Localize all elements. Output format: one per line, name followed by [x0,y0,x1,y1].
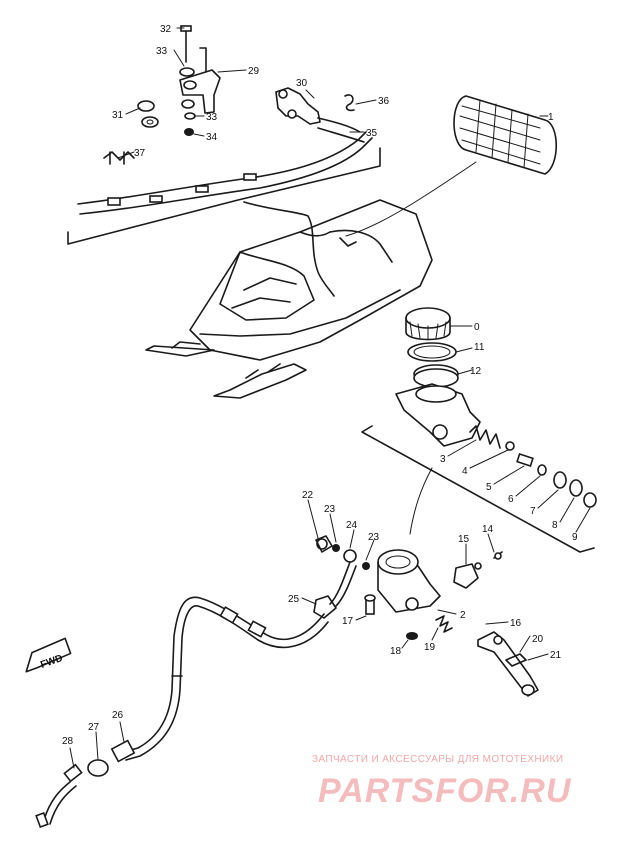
callout-27: 27 [88,722,100,733]
callout-5: 5 [486,482,492,493]
callout-37: 37 [134,148,146,159]
callout-23-left: 23 [324,504,336,515]
callout-21: 21 [550,650,562,661]
watermark-tagline: ЗАПЧАСТИ И АКСЕССУАРЫ ДЛЯ МОТОТЕХНИКИ [312,754,563,765]
callout-17: 17 [342,616,354,627]
forward-direction-arrow: FWD [25,637,72,673]
callout-34: 34 [206,132,218,143]
callout-0: 0 [474,322,480,333]
callout-36: 36 [378,96,390,107]
callout-7: 7 [530,506,536,517]
callout-31: 31 [112,110,124,121]
callout-8: 8 [552,520,558,531]
callout-15: 15 [458,534,470,545]
brake-lever-assembly [35,535,539,829]
throttle-bracket-assembly [67,25,381,245]
callout-26: 26 [112,710,124,721]
callout-12: 12 [470,366,482,377]
callout-32: 32 [160,24,172,35]
callout-33-bottom: 33 [206,112,218,123]
handlebar-grip [453,95,557,175]
master-cylinder-group [361,307,597,553]
callout-2: 2 [460,610,466,621]
callout-9: 9 [572,532,578,543]
callout-28: 28 [62,736,74,747]
callout-leader-lines [69,27,591,769]
callout-6: 6 [508,494,514,505]
callout-20: 20 [532,634,544,645]
callout-1: 1 [548,112,554,123]
callout-33-top: 33 [156,46,168,57]
partsfor-watermark: ЗАПЧАСТИ И АКСЕССУАРЫ ДЛЯ МОТОТЕХНИКИ PA… [312,754,572,810]
callout-35: 35 [366,128,378,139]
callout-22: 22 [302,490,314,501]
callout-19: 19 [424,642,436,653]
fwd-label: FWD [39,653,64,671]
callout-11: 11 [474,342,485,353]
callout-29: 29 [248,66,260,77]
callout-3: 3 [440,454,446,465]
callout-18: 18 [390,646,402,657]
callout-24: 24 [346,520,358,531]
callout-25: 25 [288,594,300,605]
callout-4: 4 [462,466,468,477]
callout-30: 30 [296,78,308,89]
watermark-logo: PARTSFOR.RU [318,772,572,810]
part-number-callouts: 32 33 29 31 33 34 30 36 35 37 1 0 11 12 … [62,24,578,747]
callout-16: 16 [510,618,522,629]
snowmobile-outline [145,161,477,399]
callout-14: 14 [482,524,494,535]
callout-23-right: 23 [368,532,380,543]
